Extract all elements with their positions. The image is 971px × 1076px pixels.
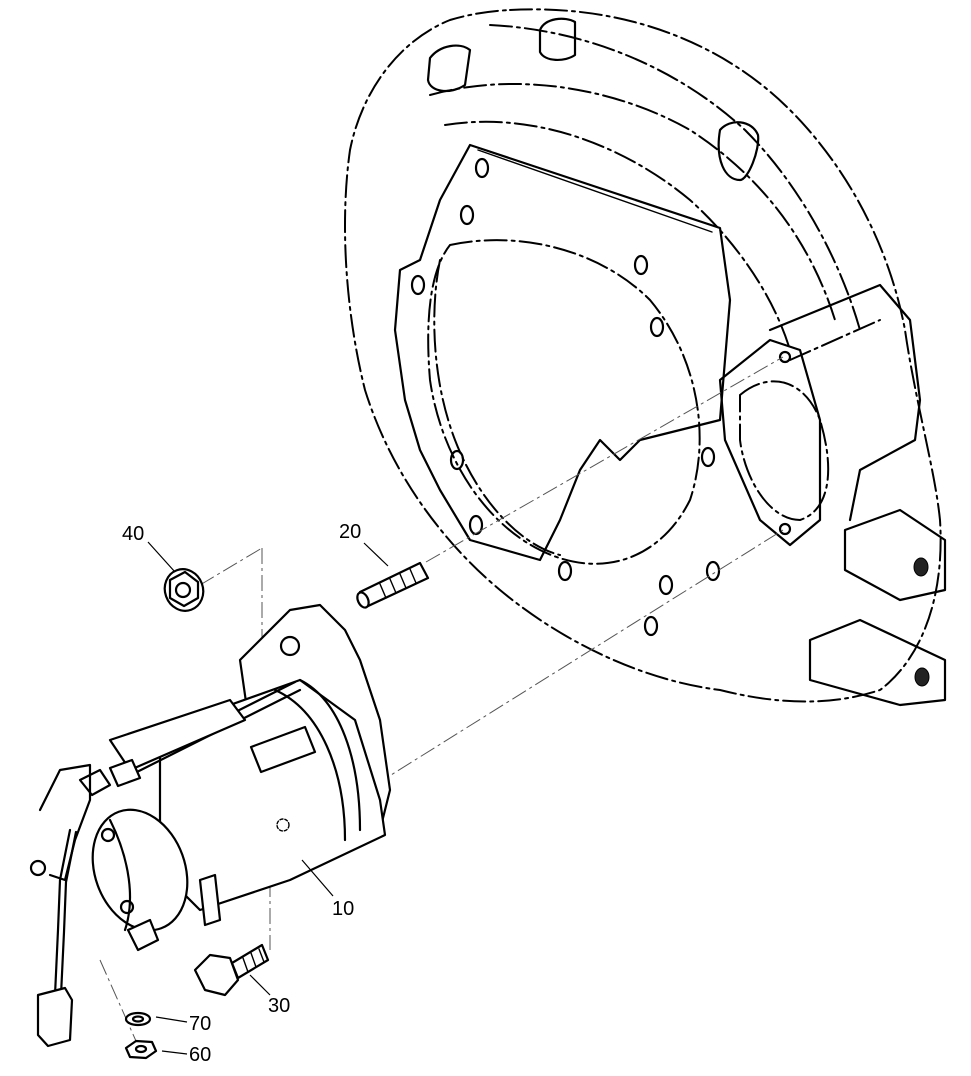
callout-10: 10	[332, 898, 355, 920]
callout-30: 30	[268, 995, 291, 1017]
bolt-30	[193, 943, 270, 997]
flywheel-housing	[344, 8, 947, 707]
assembly-centerlines	[99, 356, 784, 1051]
callout-20: 20	[339, 521, 362, 543]
flange-nut-40	[163, 568, 205, 612]
callout-60: 60	[189, 1044, 212, 1066]
callout-40: 40	[122, 523, 145, 545]
callout-70: 70	[189, 1013, 212, 1035]
leader-lines	[147, 541, 389, 1055]
washer-70	[124, 1011, 152, 1027]
starter-motor	[29, 603, 392, 1048]
stud-20	[356, 561, 430, 609]
nut-60	[124, 1039, 158, 1060]
